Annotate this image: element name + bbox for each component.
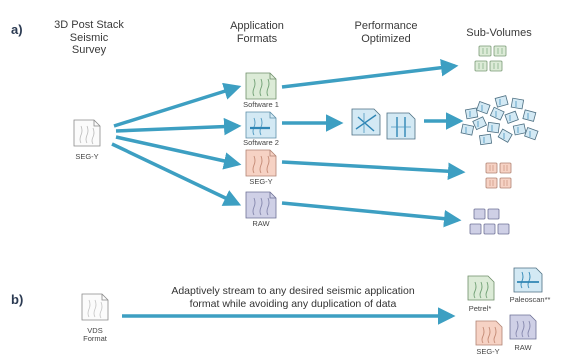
header-optimized: Performance Optimized [354, 20, 418, 45]
subvolume-green-set-icon [474, 45, 507, 72]
vds-format-label: VDS Format [83, 326, 107, 344]
target-label-paleoscan: Paleoscan** [509, 295, 551, 304]
stream-message: Adaptively stream to any desired seismic… [171, 285, 415, 311]
target-label-petrel: Petrel* [468, 304, 492, 313]
section-a-marker: a) [11, 22, 23, 37]
arrow-segy-to-segy [115, 135, 242, 170]
petrel-file-icon [467, 275, 495, 301]
paleoscan-file-icon [513, 267, 543, 293]
arrow-segy-to-software1 [113, 82, 242, 128]
source-segy-label: SEG-Y [75, 152, 99, 161]
format-label-segy: SEG-Y [249, 177, 273, 186]
arrow-software1-to-subvolumes [281, 59, 459, 89]
optimized-file-icon-1 [351, 108, 381, 136]
segy-target-file-icon [475, 320, 503, 346]
raw-target-file-icon [509, 314, 537, 340]
segy-format-file-icon [245, 149, 277, 177]
raw-format-file-icon [245, 191, 277, 219]
arrow-segy-to-software2 [115, 117, 242, 136]
target-label-segy: SEG-Y [476, 347, 500, 356]
subvolume-blue-cluster-icon [460, 95, 539, 146]
subvolume-lavender-set-icon [469, 208, 510, 235]
subvolume-peach-set-icon [485, 162, 512, 189]
optimized-file-icon-2 [386, 112, 416, 140]
software2-file-icon [245, 111, 277, 139]
format-label-software2: Software 2 [243, 138, 279, 147]
target-label-raw: RAW [514, 343, 532, 352]
vds-file-icon [81, 293, 109, 321]
arrow-segy-to-subvolumes [281, 160, 466, 180]
section-b-marker: b) [11, 292, 24, 307]
format-label-software1: Software 1 [243, 100, 279, 109]
format-label-raw: RAW [252, 219, 270, 228]
arrow-raw-to-subvolumes [281, 201, 462, 228]
header-subvolumes: Sub-Volumes [466, 27, 532, 39]
header-formats: Application Formats [230, 20, 284, 45]
arrow-segy-to-raw [111, 142, 242, 206]
header-survey: 3D Post Stack Seismic Survey [54, 19, 124, 57]
software1-file-icon [245, 72, 277, 100]
seismic-file-icon [73, 119, 101, 147]
